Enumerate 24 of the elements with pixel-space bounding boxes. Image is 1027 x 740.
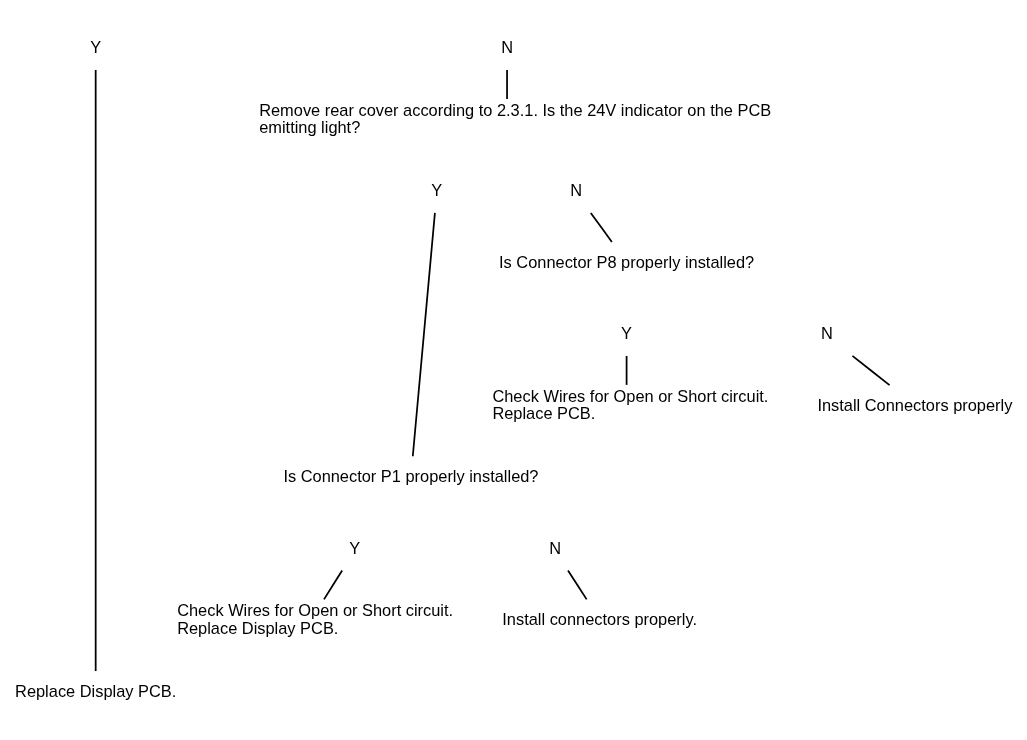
node-text: Remove rear cover according to 2.3.1. Is the 24V indicator on the PCB emitting light?	[259, 100, 772, 136]
node-text: Y	[431, 180, 443, 199]
node-text: Check Wires for Open or Short circuit. Replace Display PCB.	[177, 600, 454, 637]
node-text: N	[501, 37, 513, 56]
node-text: Check Wires for Open or Short circuit. Replace PCB.	[492, 386, 769, 422]
connector	[323, 569, 344, 600]
connector	[625, 354, 628, 386]
node-text: Replace Display PCB.	[15, 681, 177, 700]
node-text: Is Connector P8 properly installed?	[499, 252, 755, 271]
node-text: Y	[90, 37, 102, 56]
node-text: Is Connector P1 properly installed?	[283, 466, 539, 485]
node-text: Install connectors properly.	[502, 609, 697, 628]
node-text: Y	[349, 538, 361, 557]
connector	[411, 211, 436, 457]
connector	[506, 68, 508, 100]
node-text: Install Connectors properly	[817, 395, 1013, 414]
node-text: Y	[621, 323, 633, 342]
node-text: N	[821, 323, 833, 342]
connector	[567, 569, 588, 600]
node-text: N	[570, 180, 583, 199]
connector	[851, 354, 891, 386]
node-text: N	[549, 538, 562, 557]
connector	[589, 211, 613, 243]
connector	[94, 68, 97, 672]
